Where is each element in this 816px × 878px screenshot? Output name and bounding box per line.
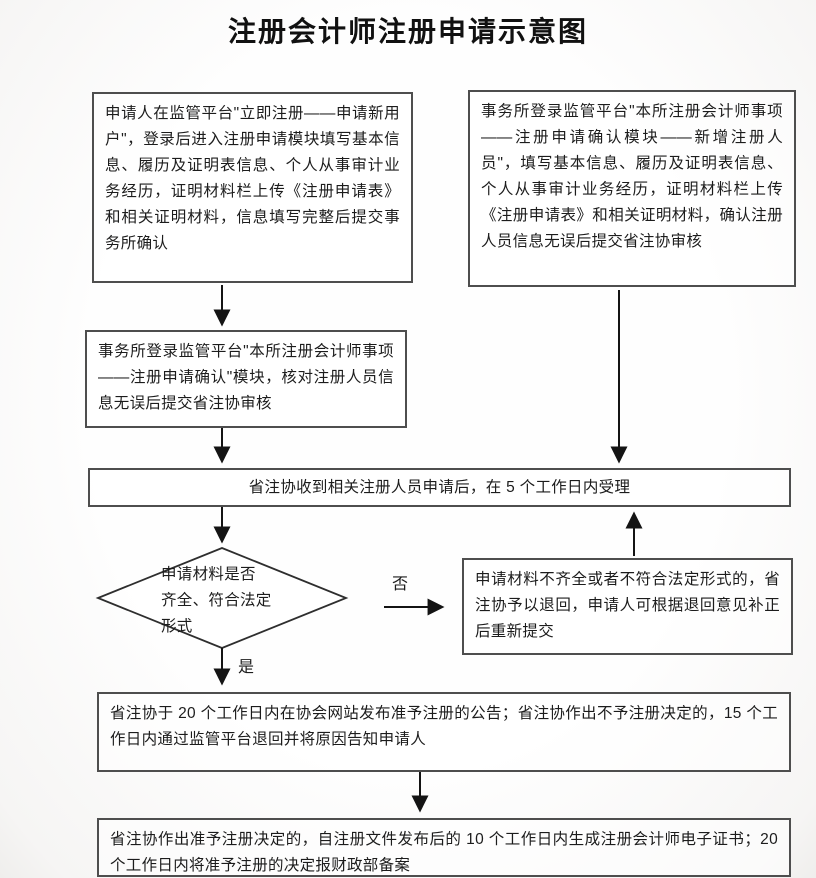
decision-diamond-label: 申请材料是否 齐全、符合法定 形式 <box>161 566 272 635</box>
node-certificate: 省注协作出准予注册决定的，自注册文件发布后的 10 个工作日内生成注册会计师电子… <box>97 818 791 877</box>
node-announce: 省注协于 20 个工作日内在协会网站发布准予注册的公告；省注协作出不予注册决定的… <box>97 692 791 772</box>
node-firm-new-register: 事务所登录监管平台"本所注册会计师事项——注册申请确认模块——新增注册人员"，填… <box>468 90 796 287</box>
node-applicant-fill: 申请人在监管平台"立即注册——申请新用户"，登录后进入注册申请模块填写基本信息、… <box>92 92 413 283</box>
node-return-fix: 申请材料不齐全或者不符合法定形式的，省注协予以退回，申请人可根据退回意见补正后重… <box>462 558 793 655</box>
edge-label-yes: 是 <box>238 659 255 676</box>
page-title: 注册会计师注册申请示意图 <box>227 16 588 47</box>
edge-label-no: 否 <box>392 576 409 593</box>
node-accept: 省注协收到相关注册人员申请后，在 5 个工作日内受理 <box>88 468 791 507</box>
node-firm-confirm: 事务所登录监管平台"本所注册会计师事项——注册申请确认"模块，核对注册人员信息无… <box>85 330 407 428</box>
